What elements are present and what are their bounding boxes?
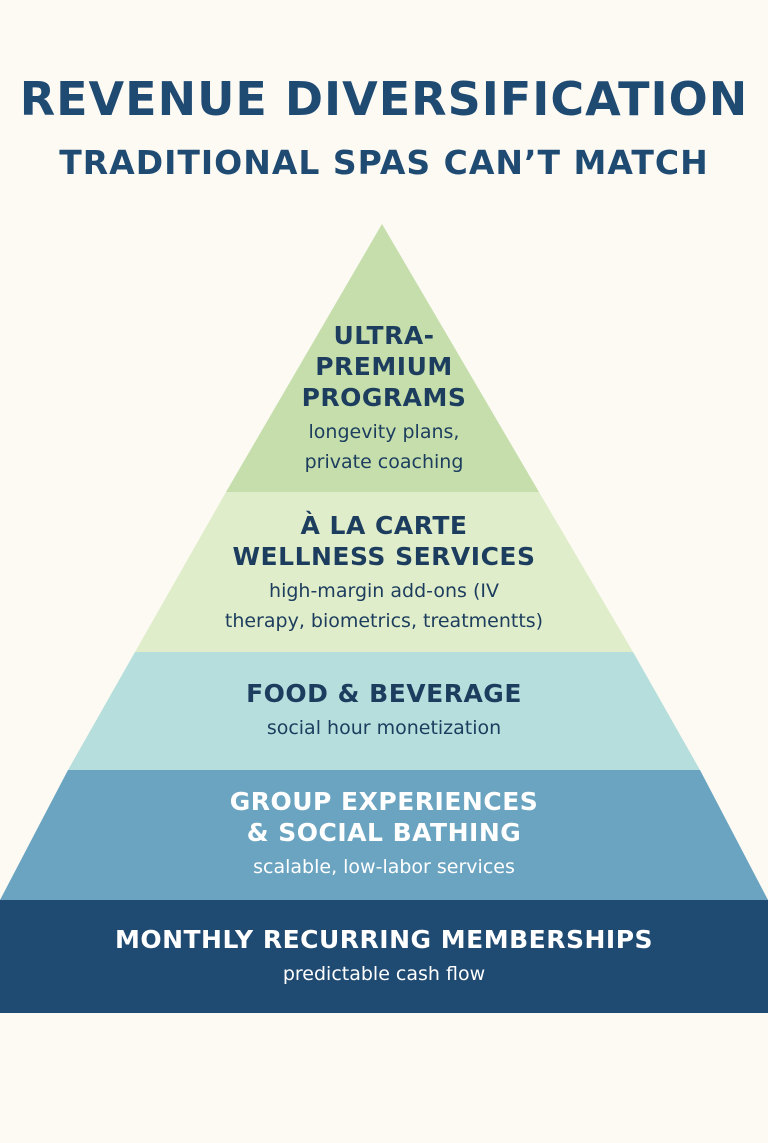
tier-group-experiences-shape	[0, 770, 768, 900]
tier-group-experiences: GROUP EXPERIENCES & SOCIAL BATHING scala…	[0, 786, 768, 882]
tier-heading: GROUP EXPERIENCES & SOCIAL BATHING	[229, 787, 539, 847]
tier-heading: MONTHLY RECURRING MEMBERSHIPS	[114, 925, 654, 954]
tier-a-la-carte-shape	[135, 492, 633, 652]
tier-a-la-carte: À LA CARTE WELLNESS SERVICES high-margin…	[0, 510, 768, 636]
tier-description: social hour monetization	[266, 717, 502, 739]
tier-heading: À LA CARTE WELLNESS SERVICES	[232, 511, 536, 571]
tier-description: high-margin add-ons (IV therapy, biometr…	[224, 580, 544, 632]
tier-food-beverage-shape	[68, 652, 700, 770]
tier-heading: FOOD & BEVERAGE	[246, 679, 522, 708]
page-subtitle: TRADITIONAL SPAS CAN’T MATCH	[59, 143, 709, 182]
tier-description: scalable, low-labor services	[253, 856, 515, 878]
tier-food-beverage: FOOD & BEVERAGE social hour monetization	[0, 678, 768, 743]
tier-ultra-premium: ULTRA- PREMIUM PROGRAMS longevity plans,…	[0, 320, 768, 477]
page-title: REVENUE DIVERSIFICATION	[19, 72, 749, 126]
tier-description: longevity plans, private coaching	[304, 421, 464, 473]
tier-memberships-shape	[0, 900, 768, 1013]
tier-heading: ULTRA- PREMIUM PROGRAMS	[301, 321, 467, 412]
tier-memberships: MONTHLY RECURRING MEMBERSHIPS predictabl…	[0, 924, 768, 989]
tier-ultra-premium-shape	[226, 224, 539, 492]
tier-description: predictable cash flow	[282, 963, 486, 985]
